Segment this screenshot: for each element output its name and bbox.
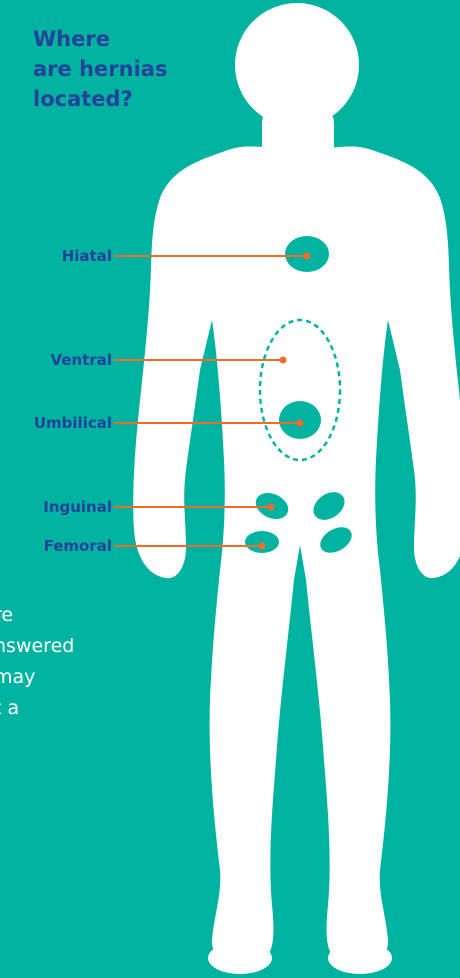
femoral-dot [259,543,266,550]
hiatal-label: Hiatal [2,247,112,265]
femoral-label: Femoral [2,537,112,555]
inguinal-label: Inguinal [2,498,112,516]
ventral-dot [280,357,287,364]
umbilical-dot [297,420,304,427]
right-foot-shape [328,942,392,974]
human-silhouette [133,3,460,974]
hiatal-dot [304,253,311,260]
femoral-left-marker [245,531,279,553]
left-foot-shape [208,942,272,974]
ventral-label: Ventral [2,351,112,369]
head-shape [235,3,359,127]
umbilical-label: Umbilical [2,414,112,432]
inguinal-dot [268,504,275,511]
